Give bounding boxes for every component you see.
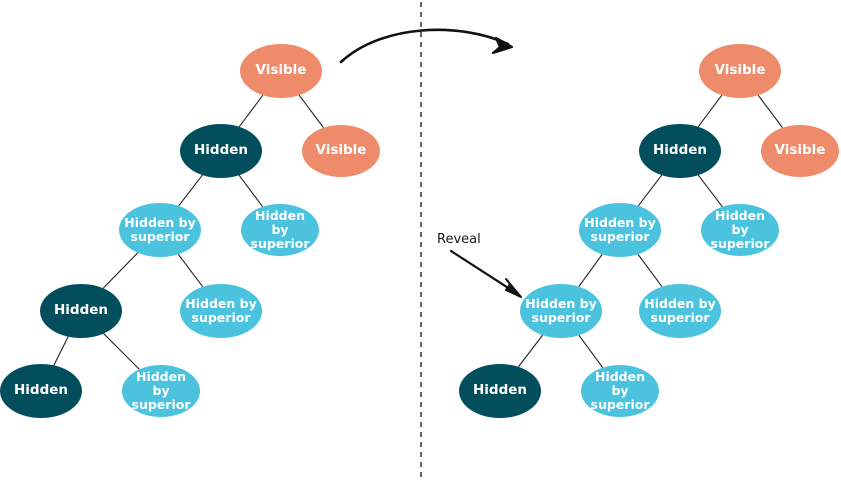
tree-node-left-l2[interactable]: Visible xyxy=(302,125,380,177)
tree-edge xyxy=(177,253,204,288)
transform-arrow-icon xyxy=(339,28,514,64)
tree-edge xyxy=(298,94,324,129)
node-label: Hidden by superior xyxy=(131,369,191,412)
node-label: Hidden xyxy=(13,382,69,399)
tree-node-right-r1[interactable]: Hidden xyxy=(639,124,721,178)
node-label: Hidden by superior xyxy=(250,208,310,251)
tree-edge xyxy=(697,174,723,208)
tree-node-left-l6[interactable]: Hidden by superior xyxy=(180,284,262,338)
tree-node-left-l0[interactable]: Visible xyxy=(240,44,322,98)
tree-edge xyxy=(238,174,264,208)
node-label: Hidden by superior xyxy=(584,215,656,244)
tree-node-left-l5[interactable]: Hidden xyxy=(40,284,122,338)
tree-edge xyxy=(757,94,783,129)
tree-edge xyxy=(697,94,723,128)
node-label: Visible xyxy=(315,142,367,159)
node-label: Hidden by superior xyxy=(590,369,650,412)
reveal-arrow-icon xyxy=(449,249,522,298)
tree-node-right-r5[interactable]: Hidden by superior xyxy=(520,284,602,338)
tree-edge xyxy=(238,94,264,128)
tree-node-left-l8[interactable]: Hidden by superior xyxy=(122,365,200,417)
tree-node-left-l3[interactable]: Hidden by superior xyxy=(119,203,201,257)
tree-edge xyxy=(578,334,604,368)
tree-node-right-r6[interactable]: Hidden by superior xyxy=(639,284,721,338)
node-label: Hidden by superior xyxy=(185,296,257,325)
tree-node-right-r0[interactable]: Visible xyxy=(699,44,781,98)
node-label: Hidden by superior xyxy=(710,208,770,251)
node-label: Hidden xyxy=(53,302,109,319)
tree-node-left-l1[interactable]: Hidden xyxy=(180,124,262,178)
tree-edge xyxy=(517,334,544,368)
node-label: Hidden xyxy=(193,142,249,159)
tree-edge xyxy=(637,174,663,207)
node-label: Visible xyxy=(255,62,307,79)
tree-node-right-r4[interactable]: Hidden by superior xyxy=(701,204,779,256)
tree-node-left-l7[interactable]: Hidden xyxy=(0,364,82,418)
tree-node-left-l4[interactable]: Hidden by superior xyxy=(241,204,319,256)
tree-edge xyxy=(637,253,663,288)
tree-edge xyxy=(102,252,139,289)
tree-edge xyxy=(53,336,69,366)
reveal-label: Reveal xyxy=(437,232,481,247)
tree-node-right-r7[interactable]: Hidden xyxy=(459,364,541,418)
node-label: Visible xyxy=(714,62,766,79)
node-label: Hidden by superior xyxy=(644,296,716,325)
node-label: Hidden xyxy=(472,382,528,399)
node-label: Hidden xyxy=(652,142,708,159)
tree-edge xyxy=(103,333,140,370)
tree-node-right-r3[interactable]: Hidden by superior xyxy=(579,203,661,257)
node-label: Hidden by superior xyxy=(124,215,196,244)
tree-node-right-r2[interactable]: Visible xyxy=(761,125,839,177)
tree-edge xyxy=(178,174,203,207)
tree-node-right-r8[interactable]: Hidden by superior xyxy=(581,365,659,417)
node-label: Hidden by superior xyxy=(525,296,597,325)
tree-edge xyxy=(578,254,603,287)
node-label: Visible xyxy=(774,142,826,159)
